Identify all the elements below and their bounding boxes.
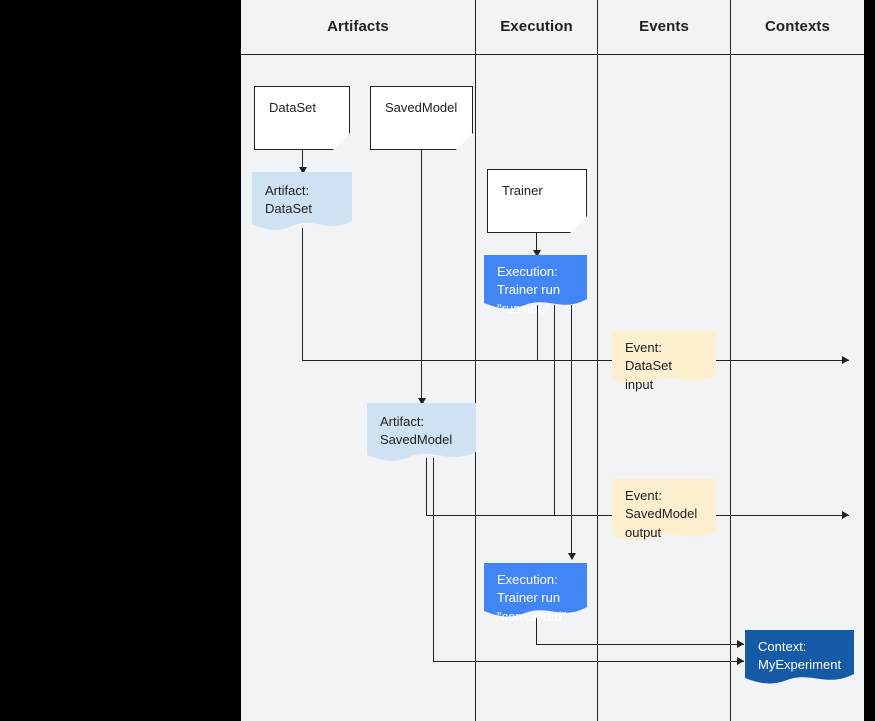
lane-header-execution: Execution [500,18,573,35]
node-execution-completed-label: Execution: Trainer run "completed" [497,572,567,624]
connector-execution-running-to-completed [571,305,572,558]
wave-shape [612,479,716,541]
wave-shape [484,563,587,617]
swimlane-diagram: Artifacts Execution Events Contexts [241,0,864,721]
connector-execution-running-event-input [537,305,538,361]
wave-shape [612,331,716,385]
node-dataset-doc-label: DataSet [269,100,316,115]
connector-artifact-savedmodel-to-context [433,661,744,662]
node-trainer-doc-label: Trainer [502,183,543,198]
connector-artifact-dataset-to-event [302,360,849,361]
node-event-savedmodel-output[interactable]: Event: SavedModel output [612,479,716,545]
arrowhead-trainer-to-execution [533,250,541,257]
node-savedmodel-doc-label: SavedModel [385,100,458,115]
node-dataset-doc[interactable]: DataSet [254,86,350,150]
header-separator-rule [241,54,864,55]
node-context-myexperiment[interactable]: Context: MyExperiment [745,630,854,688]
connector-execution-completed-down [536,618,537,645]
wave-shape [484,255,587,309]
connector-execution-running-event-output [554,305,555,516]
document-fold-icon [333,133,350,150]
wave-shape [252,172,352,230]
connector-trainer-to-execution [536,233,537,255]
wave-shape [745,630,854,684]
node-artifact-dataset-label: Artifact: DataSet [265,183,312,217]
node-context-myexperiment-label: Context: MyExperiment [758,639,842,673]
connector-savedmodel-to-artifact [421,150,422,403]
node-artifact-savedmodel[interactable]: Artifact: SavedModel [367,403,476,465]
node-event-dataset-input[interactable]: Event: DataSet input [612,331,716,392]
node-event-savedmodel-output-label: Event: SavedModel output [625,488,698,540]
arrowhead-execution-running-to-completed [568,553,576,560]
lane-header-contexts: Contexts [765,18,830,35]
arrowhead-dataset-to-artifact [299,167,307,174]
node-artifact-dataset[interactable]: Artifact: DataSet [252,172,352,234]
lane-header-events: Events [639,18,689,35]
connector-artifact-dataset-down [302,228,303,360]
node-execution-completed[interactable]: Execution: Trainer run "completed" [484,563,587,624]
connector-artifact-savedmodel-to-context-down [433,458,434,662]
connector-execution-completed-to-context [536,644,744,645]
connector-artifact-savedmodel-down [426,458,427,516]
node-trainer-doc[interactable]: Trainer [487,169,587,233]
arrowhead-dataset-event-input [842,356,849,364]
connector-dataset-to-artifact [302,150,303,172]
node-artifact-savedmodel-label: Artifact: SavedModel [380,414,453,448]
wave-shape [367,403,476,461]
arrowhead-savedmodel-event-output [842,511,849,519]
arrowhead-completed-to-context [737,640,744,648]
node-execution-running[interactable]: Execution: Trainer run "running" [484,255,587,316]
arrowhead-savedmodel-to-artifact [418,398,426,405]
lane-header-artifacts: Artifacts [327,18,389,35]
document-fold-icon [570,216,587,233]
node-savedmodel-doc[interactable]: SavedModel [370,86,473,150]
arrowhead-savedmodel-to-context [737,657,744,665]
document-fold-icon [456,133,473,150]
node-execution-running-label: Execution: Trainer run "running" [497,264,561,316]
node-event-dataset-input-label: Event: DataSet input [625,340,672,392]
